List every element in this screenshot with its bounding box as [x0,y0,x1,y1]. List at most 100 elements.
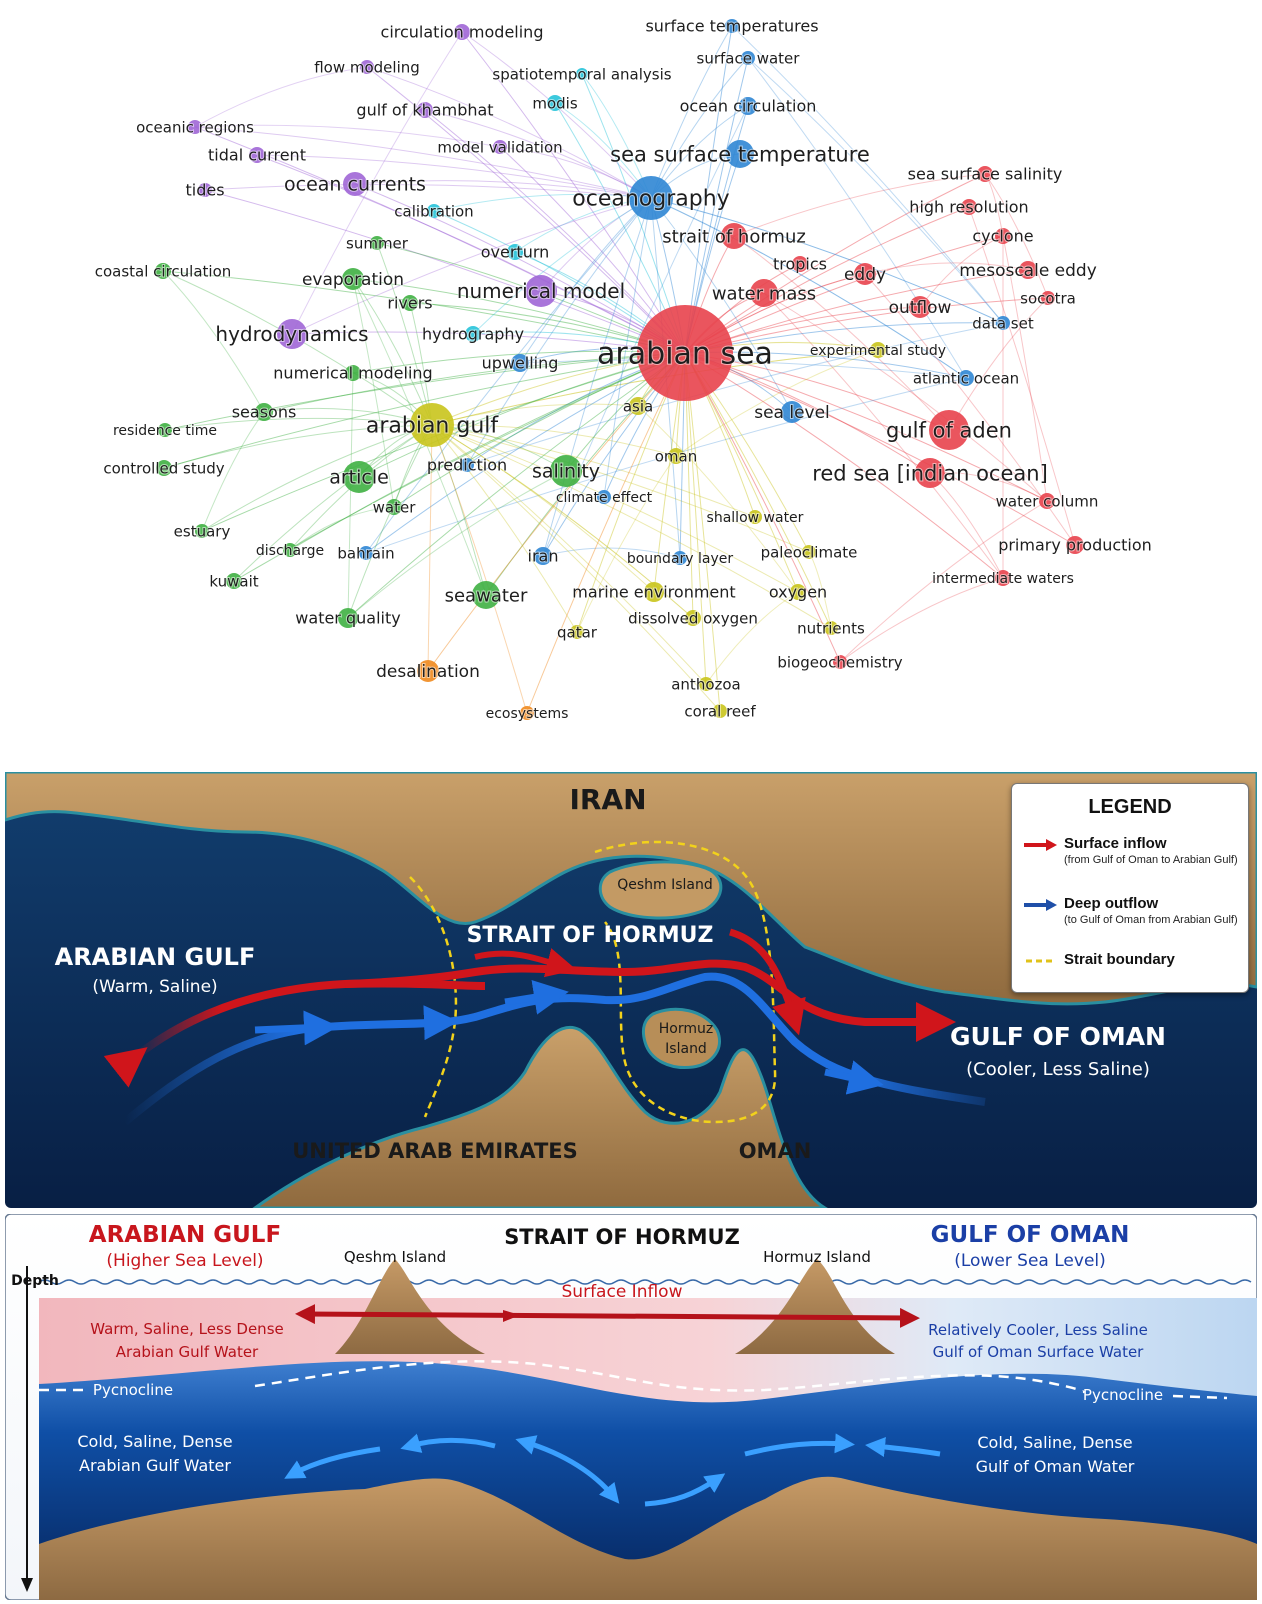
network-node [338,608,358,628]
network-node [995,570,1011,586]
network-node [833,655,847,669]
network-edge [291,197,652,335]
network-edge [1002,235,1048,502]
network-node-label: oceanic regions [136,118,254,136]
network-node-label: seawater [445,585,528,606]
legend-note: (to Gulf of Oman from Arabian Gulf) [1064,914,1238,926]
network-node-label: numerical modeling [273,364,432,383]
network-node-label: socotra [1020,289,1076,307]
network-edge [431,424,707,685]
legend-label: Deep outflow [1064,895,1159,912]
network-edge [466,197,652,466]
network-edge [684,352,1076,546]
network-edge [201,411,265,532]
network-node [699,677,713,691]
network-edge [163,352,686,469]
sea-surface-line [38,1279,1252,1285]
network-edge [472,197,652,335]
network-node-label: gulf of aden [886,418,1012,442]
network-edge [637,405,799,593]
network-node-label: ecosystems [486,706,569,722]
network-node-label: tropics [773,255,827,274]
network-node [156,460,172,476]
network-edge [431,424,487,596]
network-edge [684,352,707,685]
network-node-label: sea surface salinity [908,165,1063,184]
network-edge [731,25,1004,324]
network-edge [650,197,967,379]
network-edge [684,352,1004,579]
surface-inflow-arrow [295,1304,920,1328]
label-hormuz-island-1: Hormuz [659,1021,713,1037]
network-node-label: marine environment [572,583,735,602]
network-node-label: coastal circulation [95,262,232,280]
network-edge [763,292,1004,579]
network-node [721,223,747,249]
network-node-label: numerical model [457,279,625,303]
network-node-label: summer [346,234,409,252]
network-node-label: sea level [754,403,830,423]
network-node [386,499,402,515]
network-node [188,120,202,134]
section-left-title: ARABIAN GULF [89,1222,281,1248]
network-node [629,176,673,220]
network-node [460,458,474,472]
network-node [748,510,762,524]
network-edge [431,424,528,714]
network-node-label: gulf of khambhat [356,101,493,120]
network-edge [576,455,677,633]
network-node [402,295,418,311]
network-node [915,458,945,488]
deep-flow-arrow [865,1437,941,1457]
network-node [158,423,172,437]
network-edge [256,154,652,199]
network-node [1039,493,1055,509]
network-node-label: nutrients [797,619,865,637]
network-node [1041,291,1055,305]
network-edge [431,424,655,593]
deep-flow-arrow [744,1433,855,1457]
network-edge [289,506,395,551]
network-node [342,268,364,290]
network-edge [164,352,686,431]
network-edge [164,417,433,431]
depth-label: Depth [11,1273,59,1289]
deep-outflow-arrow [384,1005,459,1041]
network-node-label: water column [996,492,1099,510]
network-node-label: shallow water [707,510,804,526]
left-lower-water-1: Cold, Saline, Dense [77,1432,232,1451]
label-uae: UNITED ARAB EMIRATES [292,1139,578,1163]
network-node [155,263,171,279]
network-node [597,490,611,504]
legend-label: Strait boundary [1064,951,1175,968]
network-node [929,410,969,450]
network-node-label: evaporation [302,270,404,290]
network-edge [162,270,265,413]
network-edge [763,292,1048,502]
network-node [713,704,727,718]
network-node-label: paleoclimate [761,543,858,561]
network-node [629,397,647,415]
network-node-label: mesoscale eddy [959,261,1097,281]
network-node [465,326,481,342]
section-hormuz-label: Hormuz Island [763,1248,871,1266]
network-node [547,95,563,111]
network-node-label: strait of hormuz [662,226,806,247]
map-legend: LEGEND Surface inflow (from Gulf of Oman… [1011,783,1249,993]
network-node [909,296,931,318]
network-node [637,305,733,401]
label-arabian-gulf-note: (Warm, Saline) [92,977,217,997]
network-edge [650,197,967,379]
network-edge [519,197,652,364]
network-node-label: overturn [481,243,550,262]
network-node [750,279,778,307]
label-iran: IRAN [569,783,646,816]
network-node [520,706,534,720]
network-node-label: seasons [232,403,297,422]
network-node [685,610,701,626]
strait-map-panel: IRAN ARABIAN GULF (Warm, Saline) STRAIT … [5,772,1257,1208]
label-gulf-of-oman-note: (Cooler, Less Saline) [966,1059,1150,1080]
network-node [417,660,439,682]
deep-outflow-arrow [824,1060,884,1095]
network-node [345,365,361,381]
